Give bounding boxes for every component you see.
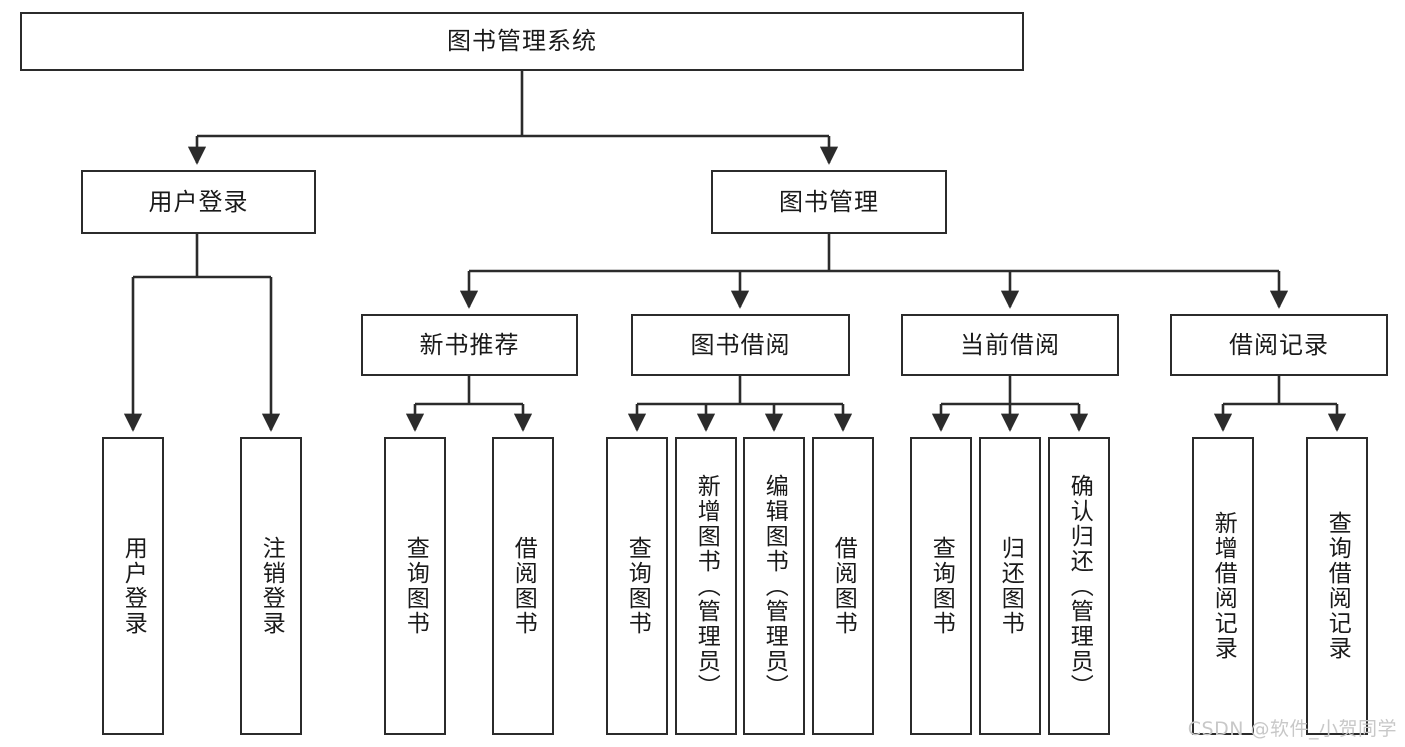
node-label: 新增图书（管理员）	[693, 473, 720, 699]
node-borrow-record[interactable]: 借阅记录	[1170, 314, 1388, 376]
node-label: 借阅记录	[1229, 330, 1329, 359]
leaf-borrow-book-recommend[interactable]: 借阅图书	[492, 437, 554, 735]
node-label: 借阅图书	[830, 536, 857, 636]
node-label: 新书推荐	[419, 330, 520, 359]
node-label: 当前借阅	[960, 330, 1060, 359]
node-label: 查询图书	[624, 536, 651, 636]
node-label: 确认归还（管理员）	[1066, 473, 1093, 699]
node-label: 查询图书	[928, 536, 955, 636]
leaf-return-book[interactable]: 归还图书	[979, 437, 1041, 735]
node-book-borrow[interactable]: 图书借阅	[631, 314, 850, 376]
node-book-management[interactable]: 图书管理	[711, 170, 947, 234]
node-current-borrow[interactable]: 当前借阅	[901, 314, 1119, 376]
leaf-borrow-book[interactable]: 借阅图书	[812, 437, 874, 735]
leaf-edit-book-admin[interactable]: 编辑图书（管理员）	[743, 437, 805, 735]
leaf-logout[interactable]: 注销登录	[240, 437, 302, 735]
node-label: 归还图书	[997, 536, 1024, 636]
leaf-confirm-return-admin[interactable]: 确认归还（管理员）	[1048, 437, 1110, 735]
watermark-text: CSDN @软件_小贺同学	[1187, 718, 1397, 740]
leaf-query-book-recommend[interactable]: 查询图书	[384, 437, 446, 735]
node-label: 图书管理	[779, 187, 879, 216]
node-label: 用户登录	[148, 187, 249, 216]
leaf-query-book-borrow[interactable]: 查询图书	[606, 437, 668, 735]
node-label: 注销登录	[258, 536, 285, 636]
node-new-book-recommend[interactable]: 新书推荐	[361, 314, 578, 376]
node-label: 图书借阅	[690, 330, 791, 359]
node-label: 查询借阅记录	[1324, 511, 1351, 661]
node-label: 编辑图书（管理员）	[761, 473, 788, 699]
leaf-add-book-admin[interactable]: 新增图书（管理员）	[675, 437, 737, 735]
node-label: 用户登录	[120, 536, 147, 636]
node-root-book-management-system[interactable]: 图书管理系统	[20, 12, 1024, 71]
node-label: 新增借阅记录	[1210, 511, 1237, 661]
leaf-add-borrow-record[interactable]: 新增借阅记录	[1192, 437, 1254, 735]
leaf-query-borrow-record[interactable]: 查询借阅记录	[1306, 437, 1368, 735]
node-label: 借阅图书	[510, 536, 537, 636]
node-label: 查询图书	[402, 536, 429, 636]
leaf-query-book-current[interactable]: 查询图书	[910, 437, 972, 735]
node-label: 图书管理系统	[447, 27, 597, 56]
node-user-login[interactable]: 用户登录	[81, 170, 316, 234]
leaf-user-login[interactable]: 用户登录	[102, 437, 164, 735]
